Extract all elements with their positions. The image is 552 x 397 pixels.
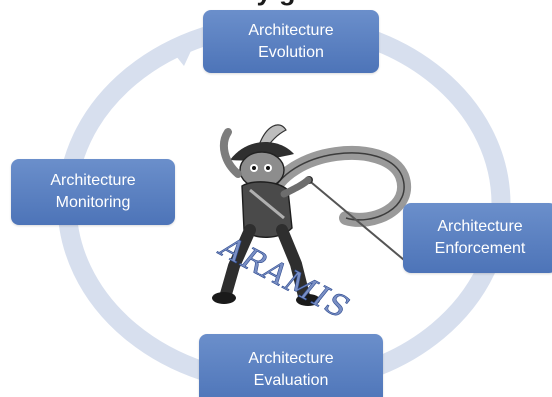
- evaluation-line-2: Evaluation: [253, 372, 329, 389]
- enforcement-line-1: Architecture: [437, 218, 523, 235]
- architecture-enforcement-node[interactable]: Architecture Enforcement: [403, 203, 552, 273]
- evolution-line-1: Architecture: [248, 21, 334, 39]
- architecture-evaluation-node[interactable]: Architecture Evaluation: [199, 334, 383, 397]
- cut-off-title: y g: [58, 0, 494, 10]
- monitoring-line-1: Architecture: [50, 172, 136, 189]
- evaluation-line-1: Architecture: [248, 350, 334, 367]
- cycle-arrow-head: [168, 40, 196, 66]
- enforcement-line-2: Enforcement: [434, 240, 526, 257]
- architecture-monitoring-node[interactable]: Architecture Monitoring: [11, 159, 175, 225]
- monitoring-line-2: Monitoring: [55, 194, 131, 211]
- architecture-evolution-node[interactable]: Architecture Evolution: [203, 10, 379, 73]
- musketeer-cat-icon: [212, 124, 417, 306]
- evolution-line-2: Evolution: [258, 43, 324, 61]
